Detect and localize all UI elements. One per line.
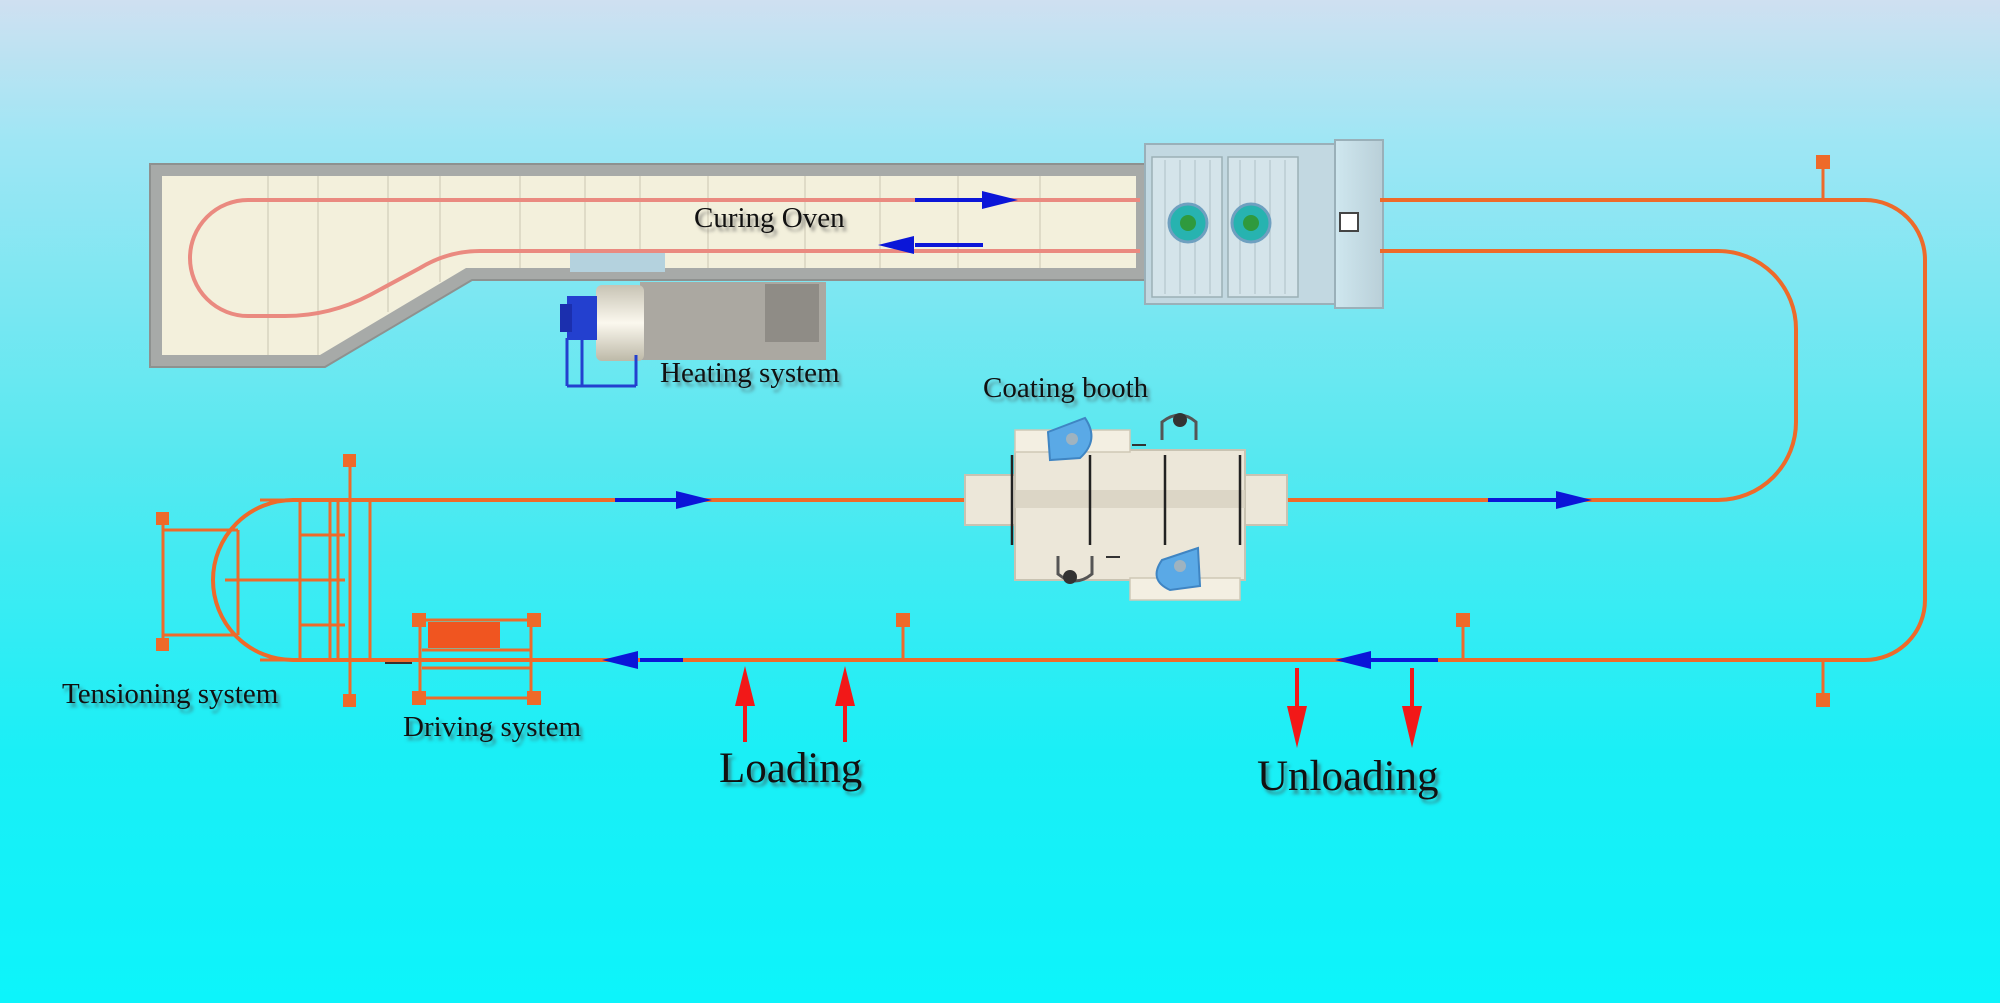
- operator-bottom-icon: [1056, 556, 1094, 584]
- arrow-left-icon: [602, 651, 683, 669]
- operator-top-icon: [1160, 413, 1198, 440]
- heating-system-label: Heating system: [660, 357, 840, 389]
- driving-system-label: Driving system: [403, 711, 582, 743]
- arrow-right-icon: [1488, 491, 1592, 509]
- arrow-left-icon: [1335, 651, 1438, 669]
- driving-system: [412, 613, 541, 705]
- main-conveyor: [211, 198, 1927, 662]
- arrow-right-icon: [915, 191, 1018, 209]
- curing-oven-label: Curing Oven: [694, 202, 845, 234]
- arrow-down-icon: [1402, 668, 1422, 748]
- arrow-down-icon: [1287, 668, 1307, 748]
- arrow-right-icon: [615, 491, 712, 509]
- loading-arrows: [735, 666, 855, 742]
- coating-booth: [964, 413, 1288, 601]
- tensioning-system-label: Tensioning system: [62, 678, 279, 710]
- coating-booth-label: Coating booth: [983, 372, 1149, 404]
- heating-system: [560, 282, 826, 388]
- flow-direction-arrows: [602, 191, 1592, 669]
- arrow-up-icon: [835, 666, 855, 742]
- conveyor-supports: [896, 155, 1830, 707]
- curing-oven: [149, 163, 1146, 368]
- loading-label: Loading: [719, 745, 863, 792]
- arrow-left-icon: [878, 236, 983, 254]
- unloading-label: Unloading: [1257, 753, 1439, 800]
- unloading-arrows: [1287, 668, 1422, 748]
- tensioning-system: [156, 454, 375, 707]
- arrow-up-icon: [735, 666, 755, 742]
- oven-exhaust-hood: [1144, 139, 1384, 309]
